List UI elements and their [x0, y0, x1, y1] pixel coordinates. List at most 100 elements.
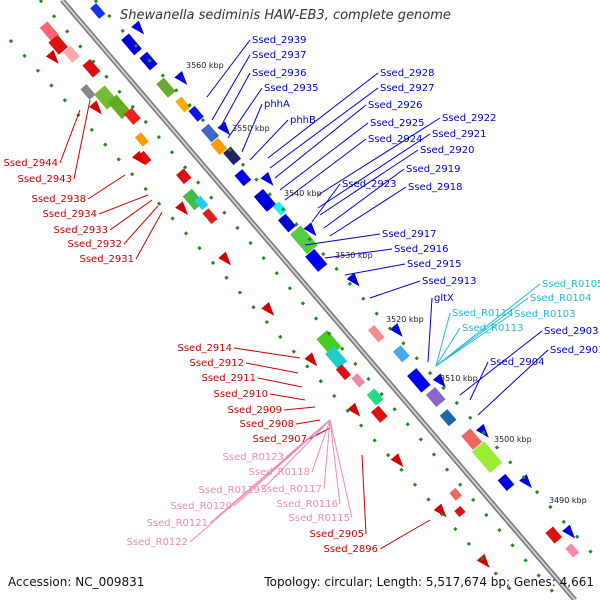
feature-block	[253, 188, 276, 212]
label-blue-right: Ssed_2916	[394, 244, 449, 255]
feature-block	[454, 505, 466, 518]
label-red-upper: Ssed_2932	[67, 239, 122, 250]
label-pink-line	[189, 419, 331, 543]
label-blue-top: Ssed_2935	[264, 83, 319, 94]
label-red-upper: Ssed_2943	[17, 174, 72, 185]
label-red-upper: Ssed_2938	[31, 194, 86, 205]
label-red-upper-line	[87, 174, 126, 200]
cds-arrow	[389, 323, 403, 337]
feature-block	[201, 123, 220, 143]
label-cyan: Ssed_R0103	[514, 309, 575, 320]
cds-arrow	[260, 171, 274, 186]
label-blue-right: Ssed_2920	[420, 145, 475, 156]
label-cyan-line	[435, 327, 461, 367]
cds-arrow	[218, 251, 232, 266]
feature-block	[325, 346, 348, 370]
label-pink: Ssed_R0123	[223, 452, 284, 463]
ticks-layer	[8, 0, 600, 600]
feature-block	[368, 325, 385, 343]
feature-block	[90, 3, 106, 19]
label-pink: Ssed_R0118	[249, 467, 310, 478]
cds-arrow	[175, 201, 189, 216]
label-blue-right: Ssed_2924	[368, 134, 423, 145]
label-red-upper: Ssed_2933	[53, 225, 108, 236]
label-pink-line	[261, 419, 331, 491]
label-blue-right: Ssed_2919	[406, 164, 461, 175]
label-blue-right-line	[279, 122, 369, 191]
label-blue-right-line	[477, 349, 549, 416]
feature-block	[305, 248, 328, 272]
feature-block	[63, 45, 80, 63]
feature-block	[176, 168, 192, 185]
label-blue-right-line	[311, 183, 341, 223]
label-cyan-line	[435, 297, 529, 367]
label-blue-right-line	[304, 233, 381, 246]
label-pink: Ssed_R0117	[261, 484, 322, 495]
backbone-layer	[60, 0, 577, 600]
label-red-upper: Ssed_2934	[42, 209, 97, 220]
label-blue-right: Ssed_2901	[550, 345, 600, 356]
outer-tick-rail	[93, 0, 600, 562]
cds-arrow	[475, 423, 489, 438]
label-red-lower: Ssed_2909	[227, 405, 282, 416]
label-cyan: Ssed_R0113	[462, 323, 523, 334]
cds-arrow	[304, 352, 318, 367]
label-blue-right-line	[459, 330, 543, 396]
label-cyan: Ssed_R0105	[542, 279, 600, 290]
tick-label: 3520 kbp	[386, 315, 424, 324]
label-blue-right: Ssed_2927	[380, 83, 435, 94]
label-red-upper-line	[135, 211, 163, 260]
label-blue-right-line	[323, 168, 405, 229]
label-cyan: Ssed_R0114	[452, 308, 513, 319]
label-blue-right: Ssed_2921	[432, 129, 487, 140]
label-cyan-line	[435, 283, 541, 367]
feature-block	[277, 213, 296, 233]
accession-text: Accession: NC_009831	[8, 575, 145, 589]
cds-arrow	[390, 453, 404, 468]
feature-block	[335, 364, 351, 381]
feature-block	[121, 33, 142, 56]
label-cyan-line	[435, 312, 451, 367]
tick-label: 3490 kbp	[549, 496, 587, 505]
label-pink: Ssed_R0119	[199, 485, 260, 496]
feature-block	[461, 428, 483, 450]
map-title: Shewanella sediminis HAW-EB3, complete g…	[120, 8, 451, 23]
label-blue-right: Ssed_2926	[368, 100, 423, 111]
label-blue-right: Ssed_2915	[407, 259, 462, 270]
label-blue-right: Ssed_2917	[382, 229, 437, 240]
label-blue-top-line	[241, 103, 263, 153]
label-pink-line	[311, 419, 331, 473]
feature-block	[392, 345, 410, 363]
label-red-lower-line	[233, 347, 301, 359]
label-red-lower-line	[379, 519, 431, 550]
cds-arrow	[132, 150, 145, 165]
feature-block	[210, 137, 228, 155]
label-pink-line	[323, 419, 331, 490]
feature-block	[351, 373, 366, 388]
cds-arrow	[174, 71, 188, 85]
feature-block	[156, 77, 176, 98]
feature-block	[407, 368, 431, 393]
cds-arrow	[346, 272, 360, 287]
tick-label: 3500 kbp	[494, 435, 532, 444]
label-blue-right-line	[344, 263, 406, 276]
label-blue-right: Ssed_2904	[490, 357, 545, 368]
label-blue-top: Ssed_2939	[252, 35, 307, 46]
label-blue-right: Ssed_2913	[422, 276, 477, 287]
label-red-lower-line	[283, 406, 316, 411]
label-blue-top: phhB	[290, 115, 316, 126]
label-red-lower-line	[257, 377, 303, 388]
label-red-lower: Ssed_2911	[201, 373, 256, 384]
label-blue-right-line	[317, 133, 431, 209]
label-blue-right-line	[369, 280, 421, 299]
label-blue-right-line	[329, 186, 407, 237]
label-red-lower-line	[361, 454, 367, 535]
tick-label: 3530 kbp	[335, 251, 373, 260]
feature-block	[439, 409, 457, 427]
label-red-lower-line	[269, 393, 306, 401]
label-pink: Ssed_R0122	[127, 537, 188, 548]
label-blue-top-line	[249, 119, 289, 161]
label-blue-top-line	[206, 39, 251, 98]
label-blue-right-line	[427, 297, 433, 363]
label-red-upper-line	[73, 99, 91, 180]
